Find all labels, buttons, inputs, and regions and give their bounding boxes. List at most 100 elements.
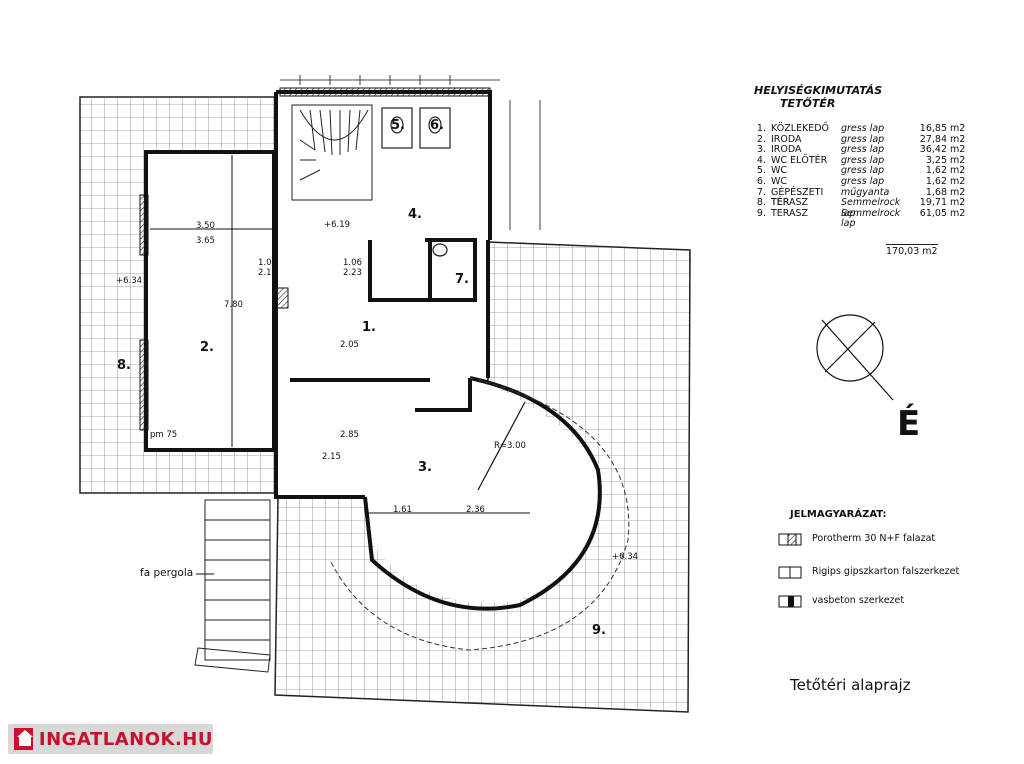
table-cell-material: gress lap: [841, 123, 885, 134]
level-634-right: +6.34: [612, 552, 639, 562]
top-dimension-ticks: [280, 75, 541, 230]
plan-caption: Tetőtéri alaprajz: [790, 676, 911, 694]
table-cell-num: 5.: [756, 165, 766, 177]
table-cell-area: 1,62: [925, 165, 947, 177]
table-cell-area: 3,25: [925, 154, 947, 166]
room-label-4: 4.: [408, 207, 422, 222]
table-cell-name: TERASZ: [771, 197, 809, 209]
dim-780: 7.80: [224, 300, 243, 310]
pm75-label: pm 75: [150, 430, 178, 440]
room-label-7: 7.: [455, 272, 469, 287]
table-cell-num: 2.: [756, 133, 766, 145]
legend-item-porotherm: Porotherm 30 N+F falazat: [812, 533, 935, 544]
table-cell-material: gress lap: [841, 175, 885, 187]
table-cell-name: KÖZLEKEDŐ: [771, 123, 830, 134]
legend-label: vasbeton szerkezet: [812, 595, 905, 606]
table-cell-name: WC ELŐTÉR: [771, 154, 828, 166]
compass-rose: [816, 314, 894, 401]
table-cell-name: WC: [771, 165, 788, 177]
pergola: [194, 499, 271, 673]
staircase: [291, 104, 373, 201]
table-cell-material: gress lap: [841, 133, 885, 145]
dim-102: 1.02: [258, 258, 277, 268]
dim-215: 2.15: [322, 452, 341, 462]
dim-205: 2.05: [340, 340, 359, 350]
table-cell-material: gress lap: [841, 144, 885, 156]
table-cell-area: 1,62: [925, 175, 947, 187]
table-cell-area: 36,42: [919, 144, 947, 156]
table-cell-num: 8.: [756, 197, 766, 209]
room-label-6: 6.: [430, 118, 444, 133]
level-619: +6.19: [324, 220, 351, 230]
legend-label: Rigips gipszkarton falszerkezet: [812, 566, 960, 577]
table-cell-unit: m2: [950, 186, 966, 198]
legend-item-vasbeton: vasbeton szerkezet: [812, 595, 904, 606]
dim-285: 2.85: [340, 430, 359, 440]
dim-106: 1.06: [343, 258, 362, 268]
interior-floor: [276, 240, 601, 603]
room-label-9: 9.: [592, 623, 606, 638]
pergola-label: fa pergola: [140, 567, 194, 579]
dim-365: 3.65: [196, 236, 215, 246]
table-cell-name: IRODA: [771, 144, 802, 156]
room-3-dashed-arc: [329, 377, 630, 651]
table-cell-unit: m2: [950, 197, 966, 209]
legend-title: JELMAGYARÁZAT:: [790, 509, 887, 520]
table-cell-unit: m2: [950, 133, 966, 145]
table-cell-num: 4.: [756, 154, 766, 166]
table-cell-material: gress lap: [841, 165, 885, 177]
dim-161: 1.61: [393, 505, 412, 515]
table-cell-num: 3.: [756, 144, 766, 156]
table-cell-material: Semmelrock lap: [841, 197, 901, 219]
legend-symbols: [778, 533, 802, 608]
table-cell-name: IRODA: [771, 133, 802, 145]
room-label-1: 1.: [362, 320, 376, 335]
house-icon: [14, 728, 33, 750]
table-cell-name: TERASZ: [771, 207, 809, 219]
table-cell-num: 6.: [756, 175, 766, 187]
table-cell-material: műgyanta: [841, 186, 890, 198]
watermark-text: INGATLANOK.HU: [38, 728, 213, 750]
table-cell-unit: m2: [950, 175, 966, 187]
table-cell-unit: m2: [950, 207, 966, 219]
porotherm-walls: [139, 87, 491, 431]
table-cell-name: WC: [771, 175, 788, 187]
table-cell-num: 1.: [756, 123, 766, 134]
table-total: 170,03 m2: [886, 244, 938, 257]
watermark-logo: INGATLANOK.HU: [8, 724, 213, 754]
room-label-2: 2.: [200, 340, 214, 355]
room-label-5: 5.: [391, 118, 405, 133]
area-table: HELYISÉGKIMUTATÁS TETŐTÉR 1. KÖZLEKEDŐ gre…: [742, 84, 972, 230]
dim-350: 3.50: [196, 221, 215, 231]
north-label: É: [897, 404, 921, 444]
table-cell-material: gress lap: [841, 154, 885, 166]
table-cell-area: 16,85: [919, 123, 947, 134]
level-634-left: +6.34: [116, 276, 143, 286]
dim-213: 2.13: [258, 268, 277, 278]
table-cell-unit: m2: [950, 144, 966, 156]
table-subtitle: TETŐTÉR: [780, 97, 836, 110]
table-cell-unit: m2: [950, 165, 966, 177]
wc-fixtures: [381, 107, 451, 257]
table-cell-unit: m2: [950, 154, 966, 166]
table-title: HELYISÉGKIMUTATÁS: [754, 84, 883, 97]
table-cell-material: Semmelrock lap: [841, 207, 901, 230]
table-cell-num: 7.: [756, 186, 766, 198]
table-cell-unit: m2: [950, 123, 966, 134]
table-cell-num: 9.: [756, 207, 766, 219]
dim-r300: R=3.00: [494, 441, 526, 451]
table-cell-area: 61,05: [919, 207, 947, 219]
dim-236: 2.36: [466, 505, 485, 515]
room-2-floor: [144, 150, 276, 452]
room-label-3: 3.: [418, 460, 432, 475]
dim-223: 2.23: [343, 268, 362, 278]
